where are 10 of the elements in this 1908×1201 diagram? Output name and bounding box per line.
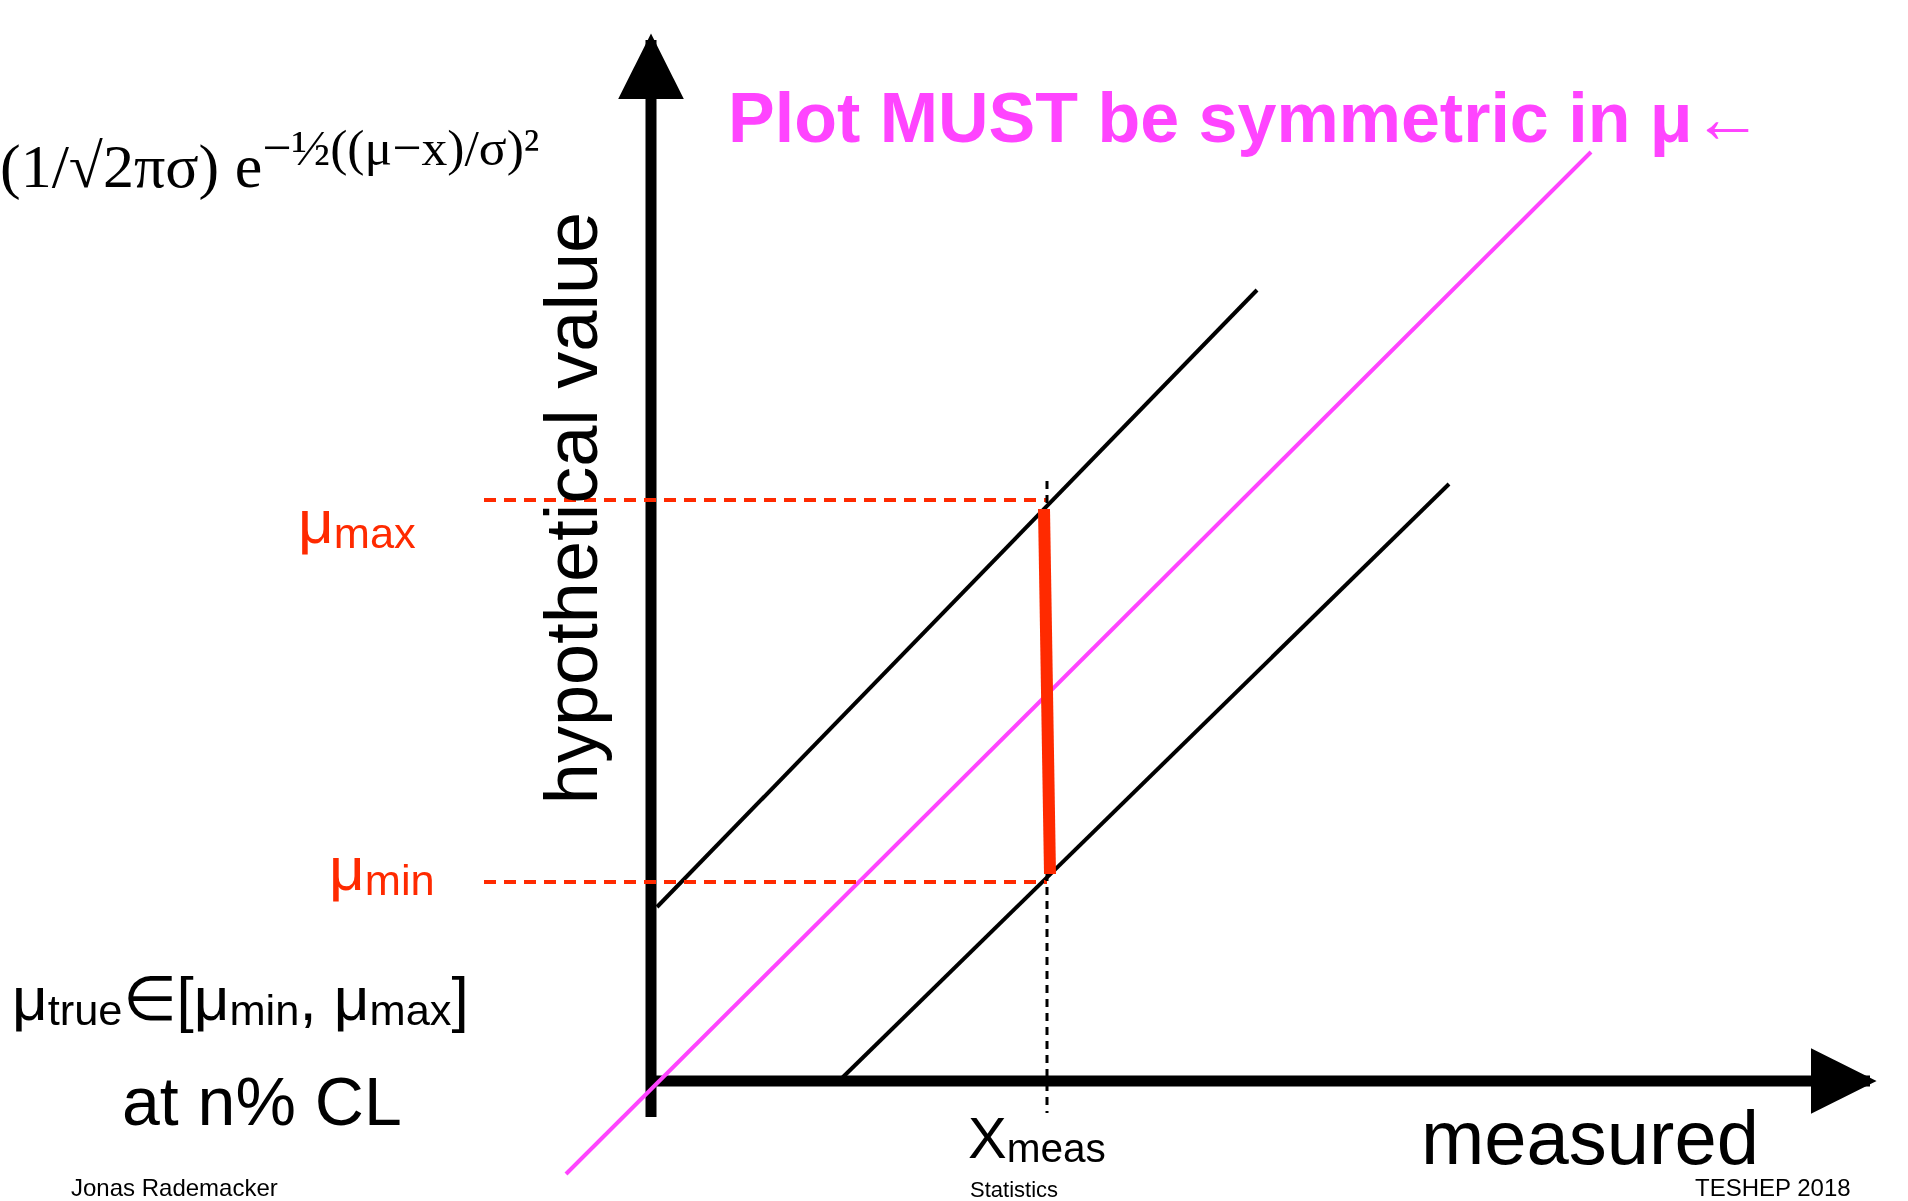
axis-value-label: μ$_{min}$ (329, 835, 435, 905)
axis-label: hypothetical value (531, 211, 613, 805)
result-statement: at n% CL (122, 1063, 402, 1139)
axis-value-label: μ$_{max}$ (298, 488, 416, 558)
footer-text: Jonas Rademacker (71, 1174, 278, 1201)
footer-text: Statistics (970, 1177, 1059, 1201)
heading: Plot MUST be symmetric in μ← (728, 79, 1763, 157)
axis-value-label: X$_{meas}$ (968, 1105, 1106, 1171)
result-statement: μ$_{true}$∈[μ$_{min}$, μ$_{max}$] (12, 965, 469, 1035)
formula: (1/√2πσ) e$^{−½((μ−x)/σ)²}$ (0, 120, 540, 200)
